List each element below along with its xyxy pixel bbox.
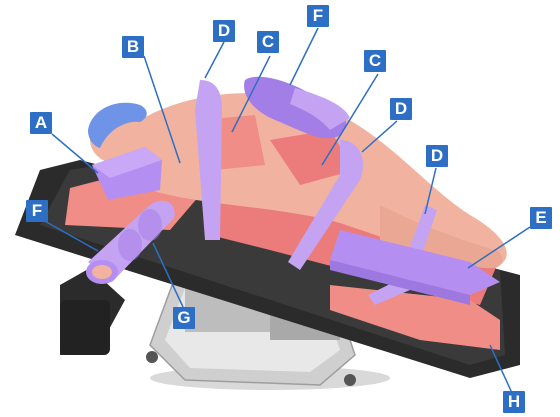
label-d-shoulder: D xyxy=(213,20,235,42)
label-c-hip: C xyxy=(364,50,386,72)
label-h: H xyxy=(503,391,525,413)
label-d-hip: D xyxy=(390,98,412,120)
label-a: A xyxy=(30,112,52,134)
label-f-arm-support: F xyxy=(307,5,329,27)
label-f-arm-roll: F xyxy=(26,200,48,222)
label-g: G xyxy=(173,307,195,329)
label-b: B xyxy=(122,36,144,58)
label-d-legs: D xyxy=(426,145,448,167)
label-c-chest: C xyxy=(257,31,279,53)
label-e: E xyxy=(530,207,552,229)
